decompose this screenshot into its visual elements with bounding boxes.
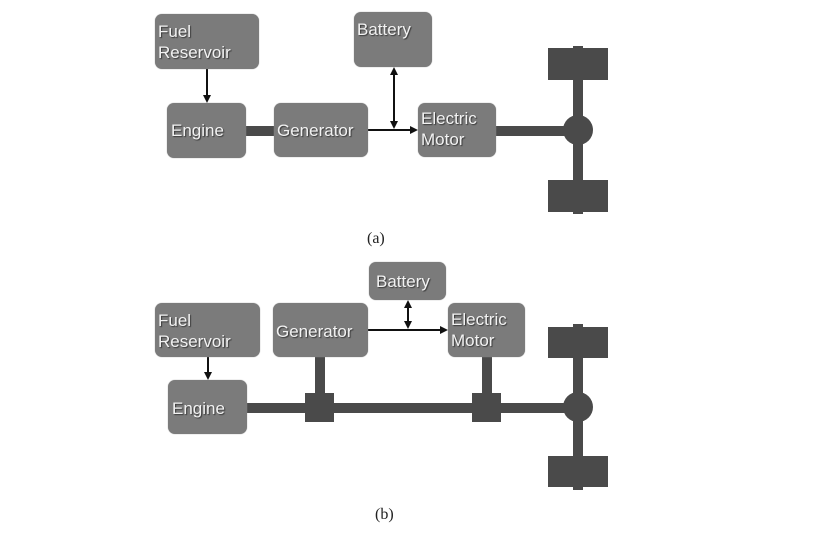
battery-block: Battery (369, 262, 446, 300)
caption-b: (b) (375, 506, 394, 523)
engine-label: Engine (171, 121, 224, 140)
electric-motor-block: Electric Motor (418, 103, 496, 157)
electric-motor-block: Electric Motor (448, 303, 525, 357)
generator-block: Generator (273, 303, 368, 357)
top-wheel (548, 327, 608, 358)
generator-to-motor-arrowhead (440, 326, 448, 334)
battery-label: Battery (376, 272, 430, 291)
fuel-reservoir-label-1: Fuel (158, 22, 192, 41)
battery-label: Battery (357, 20, 411, 39)
fuel-reservoir-label-1: Fuel (158, 311, 192, 330)
generator-block: Generator (274, 103, 368, 157)
electric-motor-label-2: Motor (451, 331, 495, 350)
battery-block: Battery (354, 12, 432, 67)
caption-a: (a) (367, 230, 385, 247)
engine-label: Engine (172, 399, 225, 418)
motor-coupling-shaft (482, 357, 492, 397)
shaft-coupling-2 (472, 393, 501, 422)
fuel-to-engine-line (207, 357, 209, 373)
battery-link-arrowhead-up (390, 67, 398, 75)
generator-to-motor-line (368, 129, 410, 131)
fuel-reservoir-label-2: Reservoir (158, 332, 231, 351)
engine-block: Engine (167, 103, 246, 158)
electric-motor-label-1: Electric (421, 109, 477, 128)
electric-motor-label-1: Electric (451, 310, 507, 329)
top-wheel (548, 48, 608, 80)
generator-to-motor-line (368, 329, 440, 331)
main-drive-shaft (247, 403, 567, 413)
generator-coupling-shaft (315, 357, 325, 397)
battery-link-arrowhead-up (404, 300, 412, 308)
bottom-wheel (548, 456, 608, 487)
engine-generator-shaft (246, 126, 274, 136)
battery-link-line (393, 75, 395, 121)
battery-link-arrowhead-down (404, 321, 412, 329)
generator-to-motor-arrowhead (410, 126, 418, 134)
fuel-to-engine-arrowhead (204, 372, 212, 380)
fuel-to-engine-arrowhead (203, 95, 211, 103)
fuel-reservoir-label-2: Reservoir (158, 43, 231, 62)
differential (563, 115, 593, 145)
battery-link-line (407, 308, 409, 322)
fuel-reservoir-block: Fuel Reservoir (155, 303, 260, 357)
generator-label: Generator (276, 322, 353, 341)
engine-block: Engine (168, 380, 247, 434)
fuel-to-engine-line (206, 69, 208, 96)
shaft-coupling-1 (305, 393, 334, 422)
differential (563, 392, 593, 422)
fuel-reservoir-block: Fuel Reservoir (155, 14, 259, 69)
battery-link-arrowhead-down (390, 121, 398, 129)
bottom-wheel (548, 180, 608, 212)
motor-axle-shaft (496, 126, 566, 136)
generator-label: Generator (277, 121, 354, 140)
electric-motor-label-2: Motor (421, 130, 465, 149)
